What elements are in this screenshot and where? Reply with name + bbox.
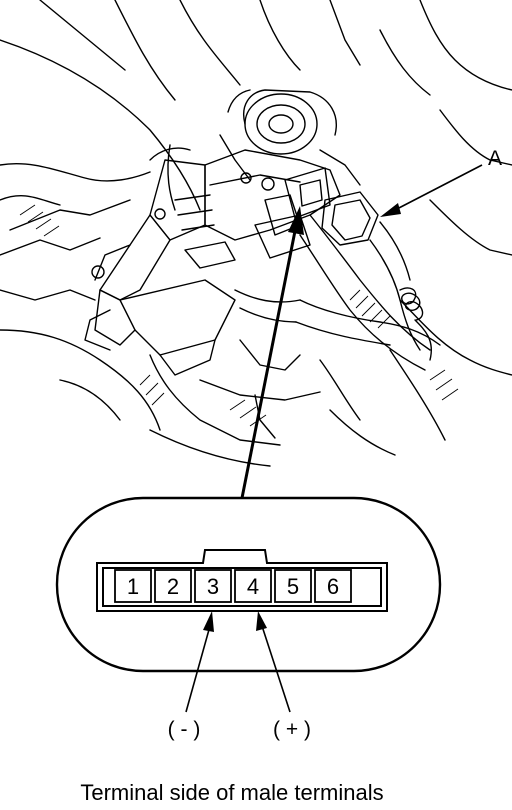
connector-housing <box>96 549 388 612</box>
pin-cell-4 <box>234 569 272 603</box>
pin-cell-3 <box>194 569 232 603</box>
pin-label-4: 4 <box>247 574 259 599</box>
figure-caption: Terminal side of male terminals <box>80 780 383 805</box>
callout-a-label: A <box>488 147 502 170</box>
connector-pins <box>114 569 352 603</box>
connector-pointer-line <box>240 225 298 499</box>
positive-polarity-label: ( + ) <box>273 718 311 741</box>
pin-label-3: 3 <box>207 574 219 599</box>
positive-lead-line <box>261 625 291 713</box>
pin-label-6: 6 <box>327 574 339 599</box>
negative-lead-line <box>185 625 211 713</box>
pin-cell-6 <box>314 569 352 603</box>
negative-polarity-label: ( - ) <box>168 718 201 741</box>
shading-hatch <box>19 204 459 427</box>
connector-pointer-arrowhead <box>288 206 304 235</box>
steering-column-illustration <box>0 0 512 467</box>
connector-pin-labels: 1 2 3 4 5 6 <box>127 574 339 599</box>
pin-label-5: 5 <box>287 574 299 599</box>
pin-cell-5 <box>274 569 312 603</box>
callout-a-leader <box>394 164 483 211</box>
pin-cell-2 <box>154 569 192 603</box>
negative-lead-arrowhead <box>203 611 214 632</box>
pin-label-2: 2 <box>167 574 179 599</box>
positive-lead-arrowhead <box>256 611 267 631</box>
pin-cell-1 <box>114 569 152 603</box>
callout-a-arrowhead <box>380 203 401 217</box>
pin-label-1: 1 <box>127 574 139 599</box>
